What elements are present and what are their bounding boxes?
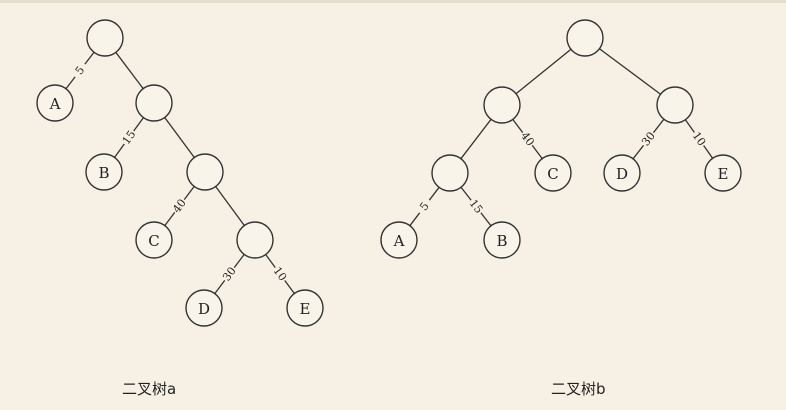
leaf-node-d	[185, 289, 223, 327]
edge-weight-label: 10	[271, 265, 290, 284]
edge-weight-label: 30	[639, 129, 658, 148]
node-label: D	[198, 300, 210, 318]
leaf-node-d	[603, 154, 641, 192]
edge-weight-bg	[119, 127, 139, 148]
node-label: C	[148, 232, 159, 250]
edge-weight-bg	[169, 196, 190, 216]
tree-edge	[115, 51, 144, 90]
top-strip	[0, 0, 786, 3]
edge-weight-bg	[638, 129, 659, 149]
edge-weight-bg	[466, 196, 486, 217]
internal-node	[483, 86, 521, 124]
leaf-node-e	[286, 289, 324, 327]
node-label: C	[547, 165, 558, 183]
node-label: E	[300, 300, 311, 318]
tree-edge	[215, 186, 245, 226]
edge-weight-bg	[270, 264, 290, 284]
leaf-node-b	[85, 153, 123, 191]
node-label: A	[393, 232, 405, 250]
edge-weight-label: 10	[690, 130, 709, 149]
tree-edge	[164, 117, 195, 158]
node-label: B	[496, 232, 507, 250]
internal-node	[135, 84, 173, 122]
edge-weight-label: 15	[120, 128, 139, 147]
caption-tree-b: 二叉树b	[551, 380, 606, 398]
node-label: B	[98, 164, 109, 182]
leaf-node-a	[36, 84, 74, 122]
edge-weight-label: 40	[170, 197, 189, 216]
edge-weight-label: 40	[518, 130, 537, 149]
tree-edge	[515, 48, 572, 95]
edge-weight-bg	[414, 196, 435, 217]
internal-node	[236, 221, 274, 259]
internal-node	[566, 19, 604, 57]
internal-node	[431, 154, 469, 192]
leaf-node-b	[483, 221, 521, 259]
tree-edge	[599, 48, 661, 95]
edge-weight-bg	[517, 129, 538, 149]
leaf-node-c	[135, 221, 173, 259]
edge-weight-label: 15	[467, 197, 486, 216]
node-label: E	[718, 165, 729, 183]
node-label: D	[616, 165, 628, 183]
internal-node	[86, 19, 124, 57]
edge-weight-label: 30	[220, 265, 239, 284]
leaf-node-e	[704, 154, 742, 192]
edge-weight-bg	[70, 60, 90, 81]
internal-node	[186, 153, 224, 191]
edge-weight-bg	[219, 264, 240, 284]
internal-node	[656, 86, 694, 124]
leaf-node-c	[534, 154, 572, 192]
tree-edge	[460, 118, 492, 160]
caption-tree-a: 二叉树a	[122, 380, 177, 398]
leaf-node-a	[380, 221, 418, 259]
node-label: A	[49, 95, 61, 113]
edge-weight-bg	[689, 129, 709, 149]
